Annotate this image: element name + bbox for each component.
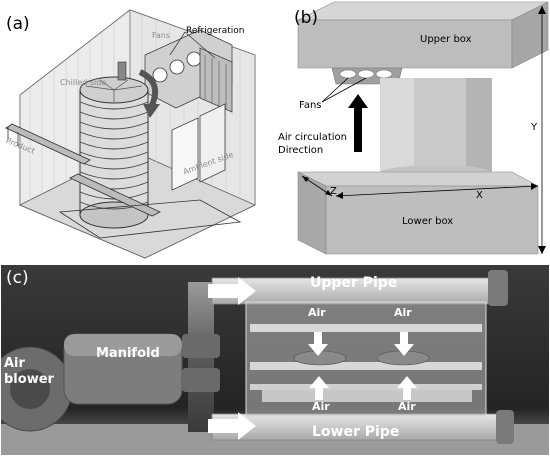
experimental-rig-photo <box>0 264 550 456</box>
air-down-arrow-left <box>308 332 328 356</box>
refrigeration-label: Refrigeration <box>186 26 245 36</box>
air-down-arrow-right <box>394 332 414 356</box>
middle-plate <box>250 362 482 370</box>
air-blower-label-line2: blower <box>4 372 54 387</box>
upper-box-front <box>297 19 513 69</box>
spiral-freezer-drawing <box>5 9 256 259</box>
air-blower-label-line1: Air <box>4 356 25 371</box>
air-label-bottom-left: Air <box>312 400 330 413</box>
cad-model-drawing <box>297 1 549 255</box>
dim-z-label: Z <box>330 186 337 197</box>
lower-box-front <box>325 185 539 255</box>
drive-motor <box>117 61 127 81</box>
manifold-label: Manifold <box>96 346 160 361</box>
fan-icon <box>152 67 168 83</box>
upper-box-top <box>297 1 549 21</box>
air-label-top-right: Air <box>394 306 412 319</box>
fan-icon <box>375 69 393 79</box>
fans-label: Fans <box>299 100 322 111</box>
upper-plate <box>250 324 482 332</box>
air-label-bottom-right: Air <box>398 400 416 413</box>
upper-pipe-label: Upper Pipe <box>310 275 398 291</box>
panel-c-letter: (c) <box>6 268 29 288</box>
air-circulation-label: Air circulation <box>278 132 347 143</box>
inlet-arrow-lower <box>208 412 256 440</box>
lower-box-label: Lower box <box>402 216 454 227</box>
fan-icon <box>339 69 357 79</box>
fans-label: Fans <box>152 31 171 40</box>
lower-plate <box>250 384 482 390</box>
air-up-arrow-right <box>397 376 417 400</box>
air-circulation-arrow <box>348 94 368 152</box>
infeed-conveyor <box>5 123 91 165</box>
lower-box-side <box>297 171 327 255</box>
fan-icon <box>186 51 202 67</box>
fan-icon <box>357 69 375 79</box>
direction-label: Direction <box>278 145 324 156</box>
air-up-arrow-left <box>309 376 329 400</box>
air-label-top-left: Air <box>308 306 326 319</box>
refrigeration-coil <box>199 47 233 113</box>
panel-b-letter: (b) <box>294 8 319 28</box>
dim-x-line <box>335 185 539 197</box>
panel-a-letter: (a) <box>6 14 30 34</box>
dim-x-label: X <box>476 190 483 201</box>
chilled-side-label: Chilled side <box>60 78 107 87</box>
panel-c-photo-rig: (c) Upper Pipe Lower Pipe Air blower Man… <box>0 264 550 456</box>
lower-pipe-label: Lower Pipe <box>312 424 400 440</box>
upper-box-side <box>511 1 549 69</box>
panel-b-cad-model: (b) Upper box Lower box Fans Air circula… <box>276 0 550 262</box>
lower-box-top <box>297 171 539 187</box>
dim-y-label: Y <box>531 122 538 133</box>
ambient-door <box>171 117 199 191</box>
fan-icon <box>169 59 185 75</box>
panel-a-spiral-freezer: (a) Fans Refrigeration Chilled side Prod… <box>0 0 272 262</box>
upper-box-label: Upper box <box>420 34 472 45</box>
airflow-arrow <box>138 69 158 107</box>
inlet-arrow-upper <box>208 277 256 305</box>
